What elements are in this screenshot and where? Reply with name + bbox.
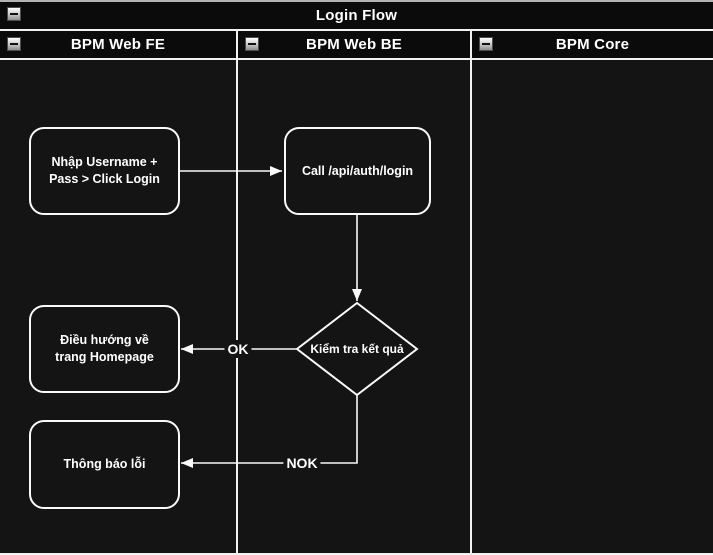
- window-top-edge: [0, 0, 713, 2]
- decision-diamond-shape[interactable]: [295, 301, 419, 397]
- node-call-login-api[interactable]: Call /api/auth/login: [284, 127, 431, 215]
- connector-check-nok-to-error[interactable]: [181, 395, 358, 468]
- collapse-icon[interactable]: [479, 37, 493, 51]
- lane-header-bpm-core[interactable]: BPM Core: [472, 31, 713, 58]
- node-label: Kiểm tra kết quả: [310, 342, 404, 356]
- node-navigate-homepage[interactable]: Điều hướng về trang Homepage: [29, 305, 180, 393]
- minus-glyph: [482, 43, 490, 45]
- collapse-icon[interactable]: [7, 7, 21, 21]
- minus-glyph: [248, 43, 256, 45]
- node-label: Call /api/auth/login: [301, 163, 414, 178]
- lane-header-separator-line: [0, 58, 713, 60]
- node-error-message[interactable]: Thông báo lỗi: [29, 420, 180, 509]
- edge-label-ok[interactable]: OK: [224, 340, 252, 358]
- collapse-icon[interactable]: [245, 37, 259, 51]
- lane-title: BPM Web BE: [306, 36, 402, 53]
- lane-header-row: BPM Web FE BPM Web BE BPM Core: [0, 31, 713, 58]
- node-enter-credentials[interactable]: Nhập Username + Pass > Click Login: [29, 127, 180, 215]
- node-check-result[interactable]: Kiểm tra kết quả: [297, 303, 417, 395]
- title-separator-line: [0, 29, 713, 31]
- lane-title: BPM Core: [555, 36, 630, 53]
- lane-divider: [470, 29, 472, 555]
- edge-label-nok[interactable]: NOK: [283, 454, 321, 472]
- node-label: Điều hướng về trang Homepage: [55, 333, 154, 364]
- lane-header-bpm-web-fe[interactable]: BPM Web FE: [0, 31, 236, 58]
- collapse-icon[interactable]: [7, 37, 21, 51]
- node-label: Thông báo lỗi: [63, 457, 146, 472]
- lane-header-bpm-web-be[interactable]: BPM Web BE: [238, 31, 470, 58]
- minus-glyph: [10, 13, 18, 15]
- lane-divider: [236, 29, 238, 555]
- lane-title: BPM Web FE: [70, 36, 166, 53]
- pool-bottom-line: [0, 553, 713, 555]
- pool-title: Login Flow: [315, 7, 398, 24]
- node-label: Nhập Username + Pass > Click Login: [49, 155, 160, 186]
- pool-title-bar: Login Flow: [0, 2, 713, 29]
- minus-glyph: [10, 43, 18, 45]
